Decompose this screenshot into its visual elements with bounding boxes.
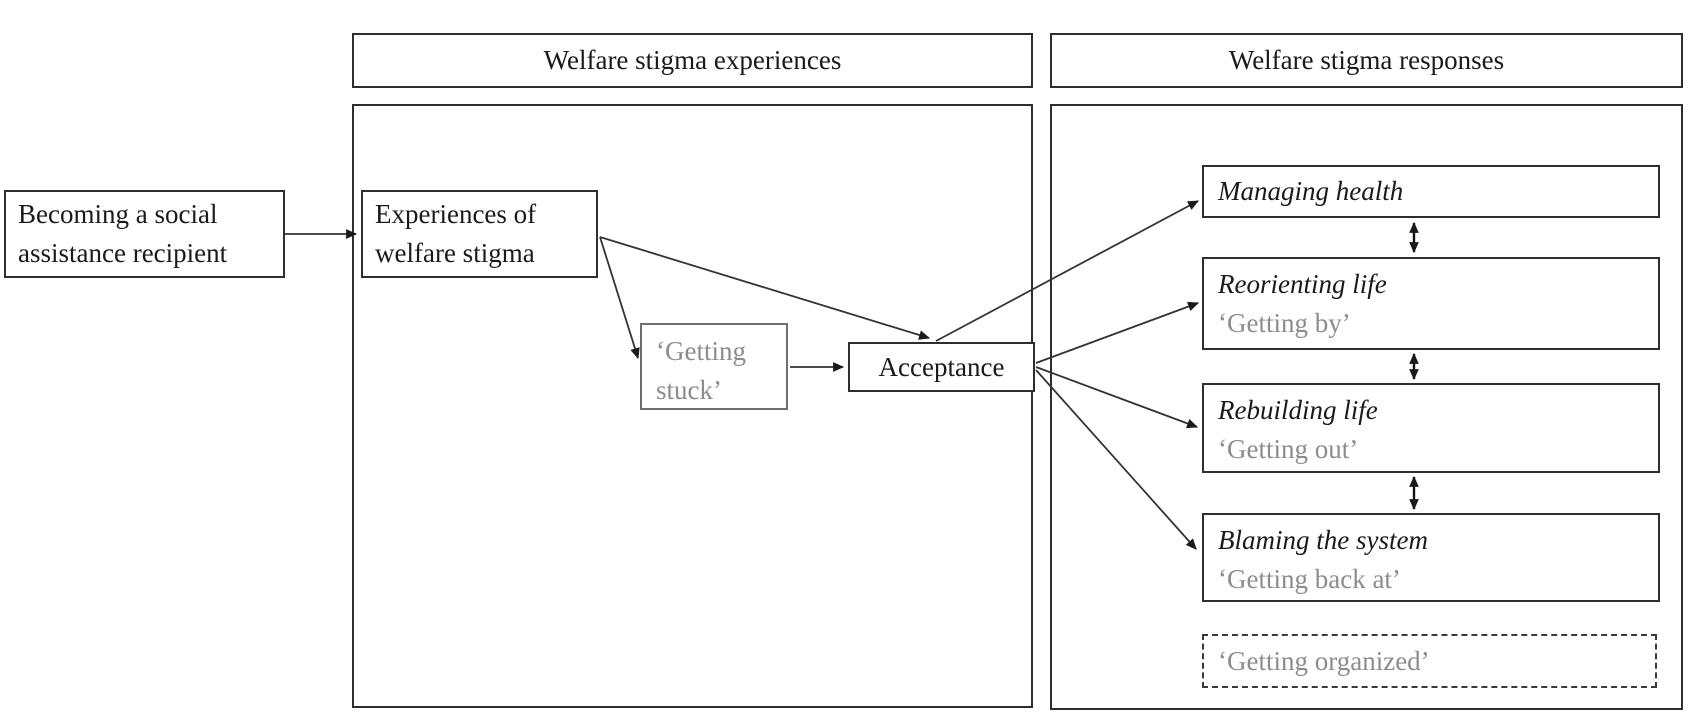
managing-health-title: Managing health <box>1218 176 1404 206</box>
node-blaming-the-system: Blaming the system ‘Getting back at’ <box>1202 513 1660 602</box>
blaming-system-title: Blaming the system <box>1218 525 1428 555</box>
reorienting-life-subtitle: ‘Getting by’ <box>1218 308 1351 338</box>
node-managing-health: Managing health <box>1202 165 1660 218</box>
acceptance-label: Acceptance <box>878 351 1005 382</box>
header-responses-label: Welfare stigma responses <box>1228 45 1505 75</box>
node-getting-stuck: ‘Getting stuck’ <box>640 323 788 410</box>
node-rebuilding-life: Rebuilding life ‘Getting out’ <box>1202 383 1660 473</box>
header-welfare-stigma-experiences: Welfare stigma experiences <box>352 33 1033 88</box>
getting-organized-label: ‘Getting organized’ <box>1218 645 1430 676</box>
node-becoming-social-assistance-recipient: Becoming a social assistance recipient <box>4 190 285 278</box>
experiences-label: Experiences of welfare stigma <box>375 199 537 268</box>
node-getting-organized: ‘Getting organized’ <box>1202 634 1657 688</box>
node-reorienting-life: Reorienting life ‘Getting by’ <box>1202 257 1660 350</box>
reorienting-life-title: Reorienting life <box>1218 269 1387 299</box>
rebuilding-life-title: Rebuilding life <box>1218 395 1378 425</box>
header-experiences-label: Welfare stigma experiences <box>543 45 842 75</box>
becoming-label: Becoming a social assistance recipient <box>18 199 228 268</box>
blaming-system-subtitle: ‘Getting back at’ <box>1218 564 1401 594</box>
node-acceptance: Acceptance <box>848 342 1035 392</box>
header-welfare-stigma-responses: Welfare stigma responses <box>1050 33 1683 88</box>
rebuilding-life-subtitle: ‘Getting out’ <box>1218 434 1359 464</box>
node-experiences-of-welfare-stigma: Experiences of welfare stigma <box>361 190 598 278</box>
getting-stuck-label: ‘Getting stuck’ <box>656 336 746 405</box>
